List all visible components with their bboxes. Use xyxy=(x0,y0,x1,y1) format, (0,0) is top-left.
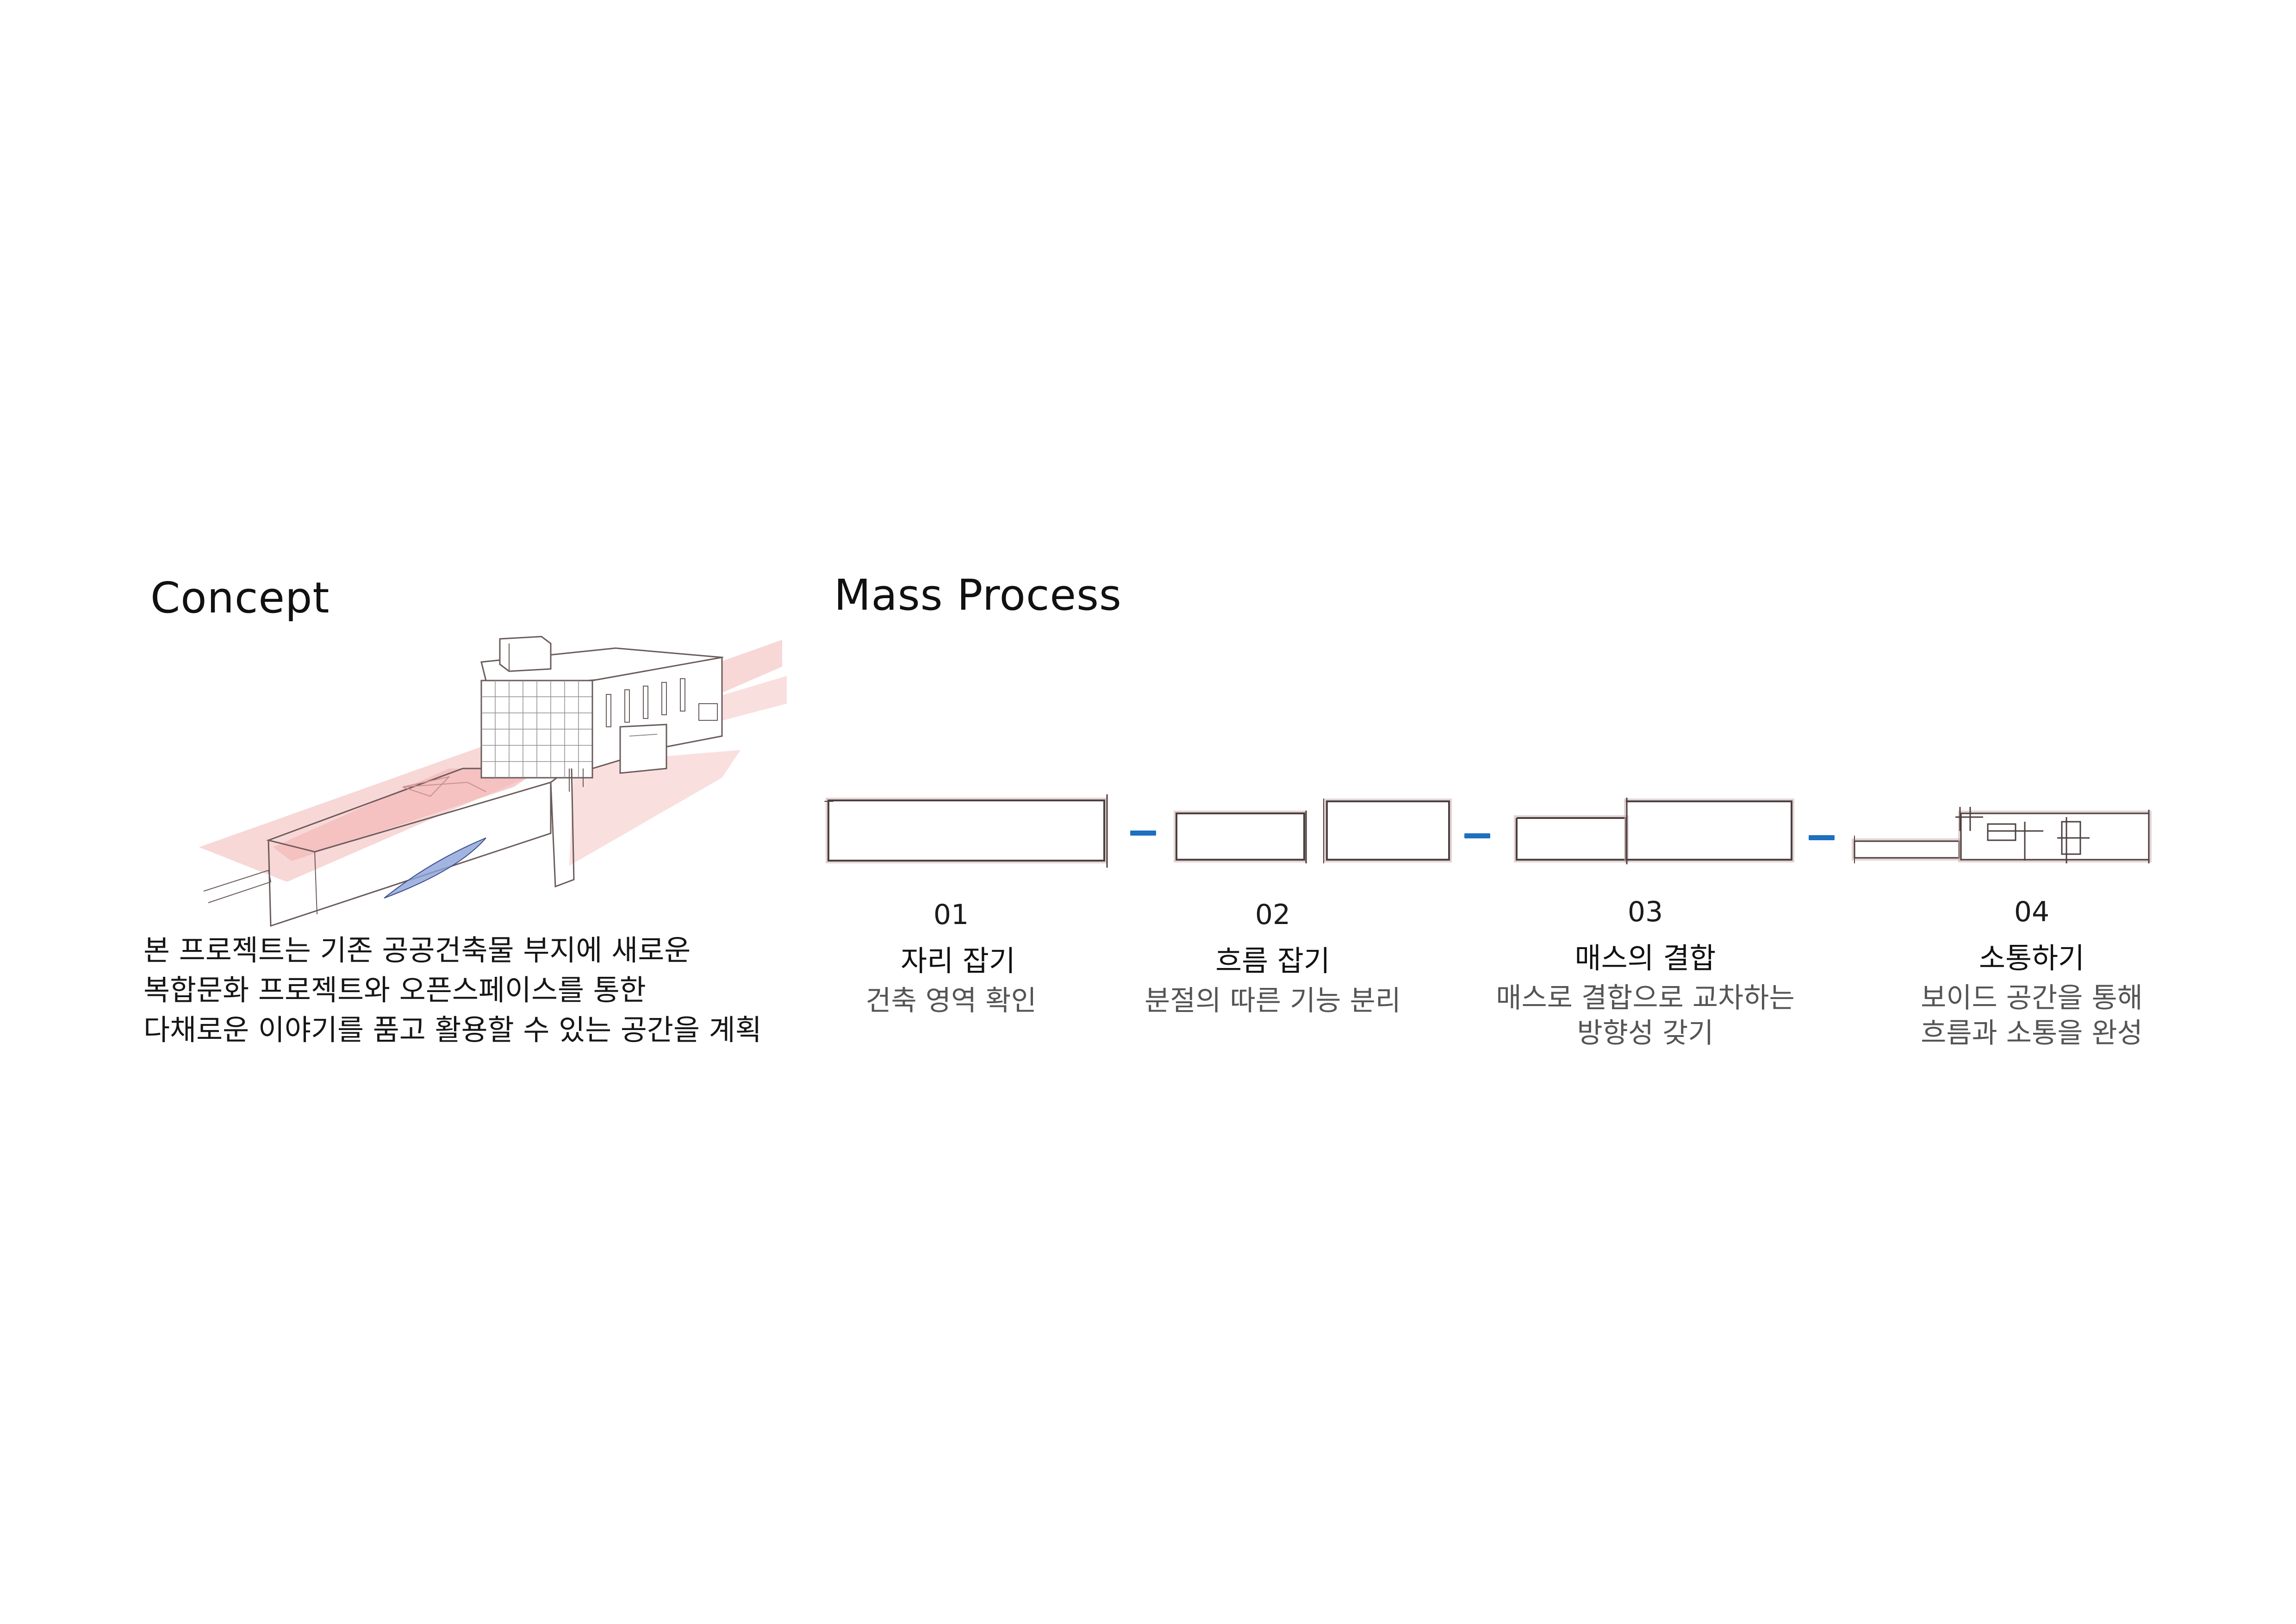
step-number: 01 xyxy=(933,899,969,931)
concept-description: 본 프로젝트는 기존 공공건축물 부지에 새로운 복합문화 프로젝트와 오픈스페… xyxy=(143,931,828,1050)
roof-tower xyxy=(499,636,552,672)
step-description: 방향성 갖기 xyxy=(1577,1017,1714,1049)
entry-box xyxy=(619,724,667,774)
step-description: 분절의 따른 기능 분리 xyxy=(1144,985,1401,1017)
step-title: 자리 잡기 xyxy=(901,944,1015,978)
step-description: 매스로 결합으로 교차하는 xyxy=(1496,982,1795,1014)
concept-line: 다채로운 이야기를 품고 활용할 수 있는 공간을 계획 xyxy=(143,1013,762,1047)
ground-path xyxy=(203,869,272,903)
process-step-02: 02 흐름 잡기 분절의 따른 기능 분리 xyxy=(1111,896,1435,1018)
step-description: 건축 영역 확인 xyxy=(865,985,1037,1017)
pink-plane-roof xyxy=(273,768,541,861)
concept-building-illustration xyxy=(199,636,787,927)
step-title: 매스의 결합 xyxy=(1574,941,1716,975)
void-opening xyxy=(384,837,486,899)
concept-line: 본 프로젝트는 기존 공공건축물 부지에 새로운 xyxy=(143,933,691,967)
step-number: 04 xyxy=(2014,896,2050,928)
tall-wall xyxy=(550,768,575,888)
process-connector xyxy=(1130,831,1156,836)
mass-diagram-02 xyxy=(1174,799,1452,863)
side-wing-windows xyxy=(606,678,718,727)
process-step-04: 04 소통하기 보이드 공간을 통해 흐름과 소통을 완성 xyxy=(1884,893,2180,1051)
roof-triangles xyxy=(402,776,486,797)
concept-line: 복합문화 프로젝트와 오픈스페이스를 통한 xyxy=(143,973,646,1007)
step-title: 흐름 잡기 xyxy=(1215,944,1330,978)
process-connector xyxy=(1464,833,1490,838)
mass-process-title: Mass Process xyxy=(834,570,1122,620)
pink-plane-vertical xyxy=(569,750,740,866)
step-description: 흐름과 소통을 완성 xyxy=(1921,1017,2143,1049)
concept-title: Concept xyxy=(150,573,330,623)
step-description: 보이드 공간을 통해 xyxy=(1921,982,2143,1014)
step-title: 소통하기 xyxy=(1979,941,2085,975)
mass-diagram-04 xyxy=(1852,807,2152,863)
mass-diagram-03 xyxy=(1514,798,1794,864)
mass-diagram-01 xyxy=(824,794,1108,868)
process-connector xyxy=(1809,835,1835,840)
facade-grid xyxy=(481,681,592,778)
step-number: 02 xyxy=(1255,899,1291,931)
process-step-03: 03 매스의 결합 매스로 결합으로 교차하는 방향성 갖기 xyxy=(1449,893,1842,1051)
process-step-01: 01 자리 잡기 건축 영역 확인 xyxy=(833,896,1069,1018)
step-number: 03 xyxy=(1627,896,1663,928)
